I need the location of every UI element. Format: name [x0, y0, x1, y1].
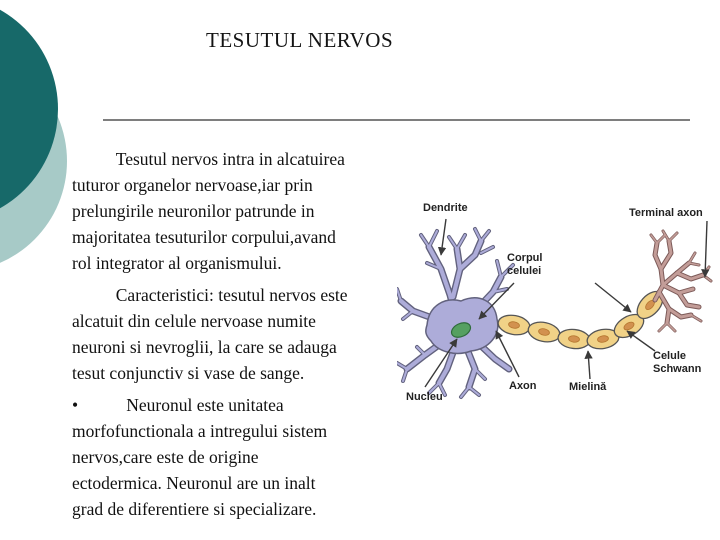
paragraph-neuron-bullet: • Neuronul este unitatea morfofunctional…: [72, 395, 328, 519]
diagram-label-axon: Axon: [509, 380, 537, 392]
neuron-diagram: Dendrite Terminal axon Corpul celulei Nu…: [395, 197, 719, 411]
diagram-label-nucleu: Nucleu: [406, 391, 443, 403]
paragraph-caracteristici: Caracteristici: tesutul nervos este alca…: [72, 285, 348, 383]
diagram-label-celule-schwann-line1: Celule: [653, 350, 686, 362]
annotation-arrows: [424, 218, 710, 388]
diagram-label-corpul-celulei-line1: Corpul: [507, 252, 542, 264]
myelin-nuclei: [508, 299, 655, 343]
diagram-label-celule-schwann-line2: Schwann: [653, 363, 702, 375]
body-text-block: Tesutul nervos intra in alcatuirea tutur…: [72, 146, 422, 528]
diagram-label-corpul-celulei-line2: celulei: [507, 265, 541, 277]
nucleus-shape: [450, 322, 472, 338]
paragraph-intro: Tesutul nervos intra in alcatuirea tutur…: [72, 149, 345, 273]
terminal-axon-branches: [649, 229, 713, 333]
diagram-label-terminal-axon: Terminal axon: [629, 207, 703, 219]
diagram-label-mielina: Mielină: [569, 381, 607, 393]
slide-title: TESUTUL NERVOS: [206, 28, 394, 52]
neuron-diagram-svg: Dendrite Terminal axon Corpul celulei Nu…: [395, 202, 713, 403]
diagram-label-dendrite: Dendrite: [423, 202, 468, 214]
title-divider: [103, 119, 690, 121]
